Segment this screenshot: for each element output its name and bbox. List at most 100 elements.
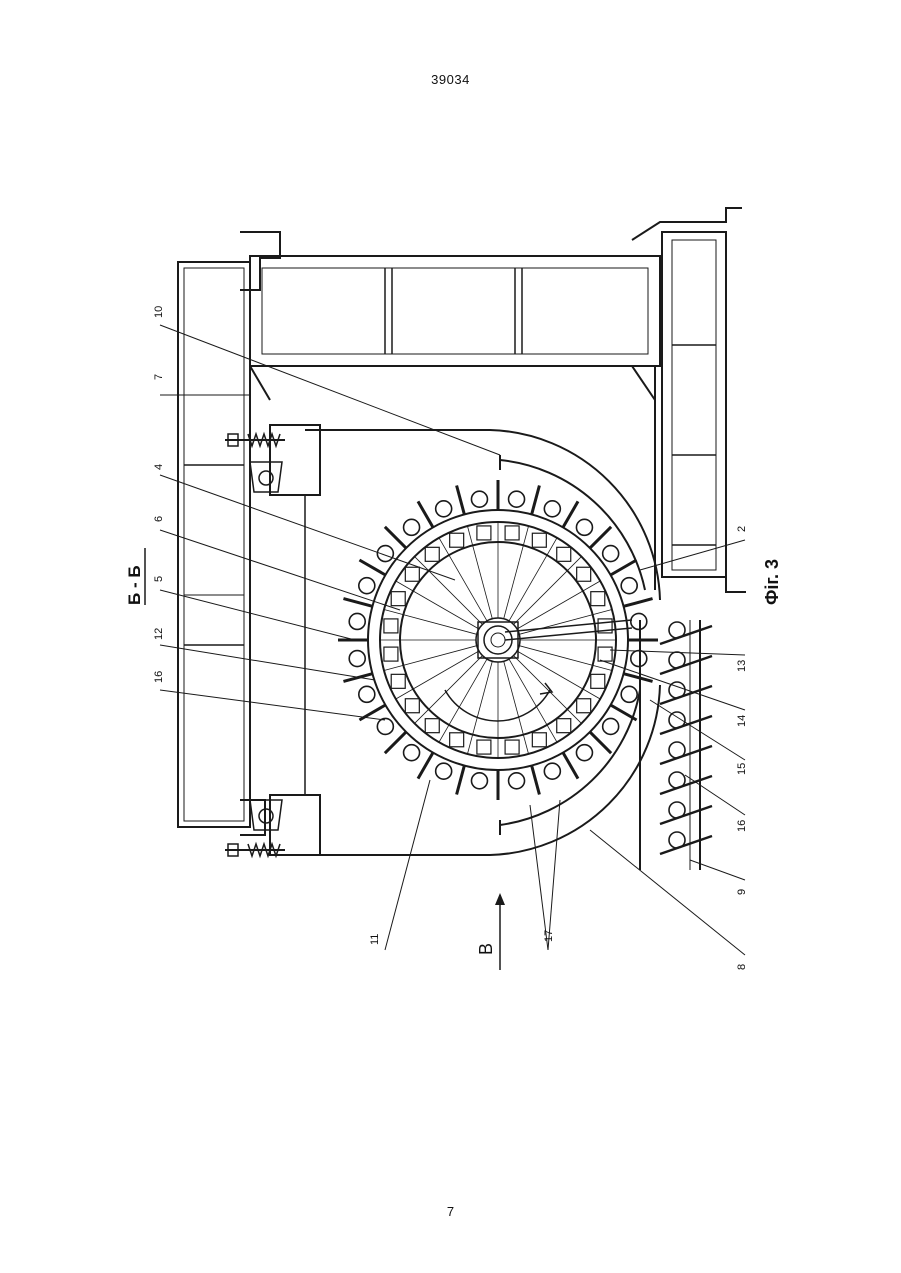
section-label: Б - Б	[125, 565, 144, 605]
callout-4: 4	[153, 464, 165, 470]
fin	[590, 732, 611, 753]
chute-divider	[660, 656, 712, 674]
roll-pocket	[505, 740, 519, 754]
section-label-group: Б - Б	[125, 548, 145, 605]
roll	[404, 745, 420, 761]
fin	[624, 599, 653, 607]
callout-13: 13	[736, 660, 748, 672]
roll-pocket	[577, 699, 591, 713]
spoke	[509, 538, 557, 621]
chute-rolls	[660, 622, 712, 854]
fin	[418, 753, 433, 779]
spokes	[380, 522, 616, 758]
roll	[544, 501, 560, 517]
fin	[532, 766, 540, 795]
roll-pocket	[598, 647, 612, 661]
roll-pocket	[557, 719, 571, 733]
page-number: 7	[0, 1204, 901, 1219]
callout-7: 7	[153, 374, 165, 380]
roll-pocket	[532, 733, 546, 747]
rotor-drum	[338, 480, 658, 800]
roll	[621, 578, 637, 594]
roll	[576, 745, 592, 761]
roll	[471, 491, 487, 507]
fin	[611, 560, 637, 575]
roll-pocket	[505, 526, 519, 540]
roll	[436, 501, 452, 517]
roll-pocket	[391, 674, 405, 688]
fin	[385, 732, 406, 753]
roll	[603, 546, 619, 562]
spoke	[514, 557, 582, 625]
callout-16-right: 16	[736, 820, 748, 832]
callout-11: 11	[369, 934, 381, 945]
callout-14: 14	[736, 715, 748, 727]
spoke	[439, 538, 487, 621]
callout-15: 15	[736, 763, 748, 775]
fin	[590, 527, 611, 548]
callout-17: 17	[543, 930, 555, 942]
chute-divider	[660, 776, 712, 794]
callout-9: 9	[736, 889, 748, 895]
roll-pocket	[391, 592, 405, 606]
roll-pocket	[450, 533, 464, 547]
callout-12: 12	[153, 628, 165, 640]
roll	[471, 773, 487, 789]
roll	[436, 763, 452, 779]
fin	[611, 705, 637, 720]
roll-pocket	[405, 567, 419, 581]
roll	[359, 578, 375, 594]
roll-pocket	[577, 567, 591, 581]
roll-pocket	[405, 699, 419, 713]
callout-2: 2	[736, 526, 748, 532]
roll-pocket	[591, 592, 605, 606]
roll	[631, 613, 647, 629]
fin	[418, 501, 433, 527]
spoke	[415, 557, 483, 625]
fin	[457, 766, 465, 795]
spoke	[396, 651, 479, 699]
spoke	[396, 581, 479, 629]
callout-5: 5	[153, 576, 165, 582]
roll-pocket	[384, 647, 398, 661]
figure-caption: Фіг. 3	[762, 559, 782, 605]
spoke	[439, 659, 487, 742]
callout-10: 10	[153, 306, 165, 318]
roll-pocket	[532, 533, 546, 547]
spoke	[415, 656, 483, 724]
chute-divider	[660, 686, 712, 704]
roll	[509, 491, 525, 507]
chute-divider	[660, 746, 712, 764]
fin	[359, 705, 385, 720]
chute-divider	[660, 836, 712, 854]
fin	[563, 753, 578, 779]
roll-pocket	[425, 719, 439, 733]
fin	[624, 674, 653, 682]
view-arrow: В	[476, 893, 505, 970]
roll	[631, 651, 647, 667]
roll	[576, 519, 592, 535]
fin	[457, 485, 465, 514]
spoke	[517, 651, 600, 699]
callout-labels: 10 7 4 6 5 12 16 11 17 2 13 14 15 16 9 8	[153, 306, 748, 970]
roll-pocket	[450, 733, 464, 747]
roll-pocket	[557, 547, 571, 561]
spoke	[514, 656, 582, 724]
callout-16-left: 16	[153, 671, 165, 683]
chute-divider	[660, 806, 712, 824]
roll	[621, 686, 637, 702]
roll	[544, 763, 560, 779]
roll-pocket	[384, 619, 398, 633]
fin	[385, 527, 406, 548]
roll	[349, 651, 365, 667]
fin	[563, 501, 578, 527]
roll	[377, 718, 393, 734]
callout-8: 8	[736, 964, 748, 970]
frame	[178, 208, 746, 835]
roll	[349, 613, 365, 629]
fin	[359, 560, 385, 575]
view-label: В	[476, 943, 496, 955]
roll-pocket	[591, 674, 605, 688]
roll-pocket	[425, 547, 439, 561]
